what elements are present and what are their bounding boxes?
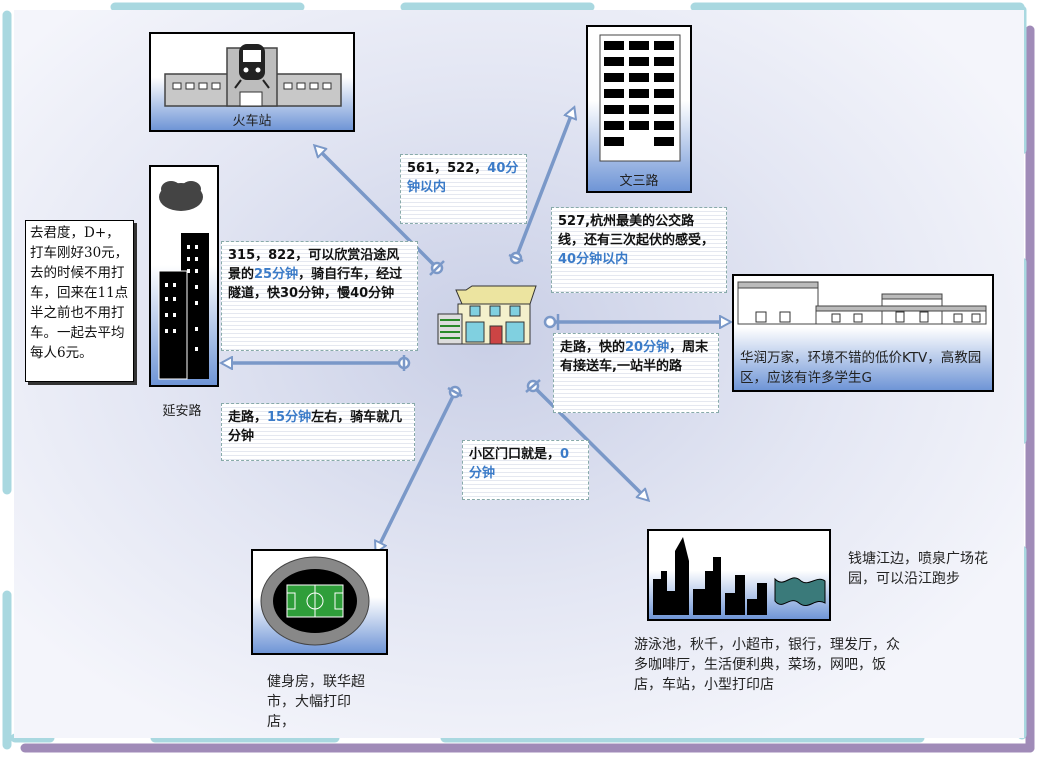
note-stadium: 走路，15分钟左右，骑车就几分钟	[221, 403, 415, 461]
skyscraper-icon	[158, 181, 209, 380]
yanan-note-box: 去君度，D+，打车刚好30元，去的时候不用打车，回来在11点半之前也不用打车。一…	[25, 220, 134, 382]
arrow-to-riverside	[531, 384, 648, 500]
stadium-icon	[260, 556, 370, 646]
arrow-to-wensan-road	[514, 108, 574, 259]
note-wensan-road: 527,杭州最美的公交路线，还有三次起伏的感受，40分钟以内	[551, 207, 727, 293]
train-station-label: 火车站	[232, 114, 272, 129]
wensan-road-card: 文三路	[586, 25, 692, 193]
note-train-station: 561，522，40分钟以内	[400, 154, 527, 224]
stadium-card	[251, 549, 388, 655]
note-community-gate: 小区门口就是，0分钟	[462, 440, 589, 500]
train-station-card: 火车站	[149, 32, 355, 132]
huarun-card: 华润万家，环境不错的低价KTV，高教园区，应该有许多学生G	[732, 274, 994, 392]
riverside-label: 钱塘江边，喷泉广场花园，可以沿江跑步	[848, 551, 988, 587]
wensan-road-label: 文三路	[619, 174, 659, 189]
office-building-icon	[599, 34, 681, 162]
note-yanan-road: 315，822，可以欣赏沿途风景的25分钟，骑自行车，经过隧道，快30分钟，慢4…	[221, 241, 418, 351]
yanan-road-label: 延安路	[162, 404, 202, 419]
note-huarun: 走路，快的20分钟，周末有接送车,一站半的路	[553, 333, 719, 413]
huarun-label: 华润万家，环境不错的低价KTV，高教园区，应该有许多学生G	[740, 350, 982, 386]
mall-icon	[737, 281, 987, 325]
riverside-card	[647, 529, 831, 621]
arrow-to-stadium	[376, 391, 457, 552]
train-icon	[164, 44, 342, 107]
stadium-amenities-label: 健身房，联华超市，大幅打印店，	[267, 674, 365, 730]
city-skyline-icon	[653, 537, 826, 615]
riverside-amenities-label: 游泳池，秋千，小超市，银行，理发厅，众多咖啡厅，生活便利典，菜场，网吧，饭店，车…	[634, 637, 900, 693]
cloud-icon	[159, 181, 203, 211]
yanan-road-card	[149, 165, 219, 387]
